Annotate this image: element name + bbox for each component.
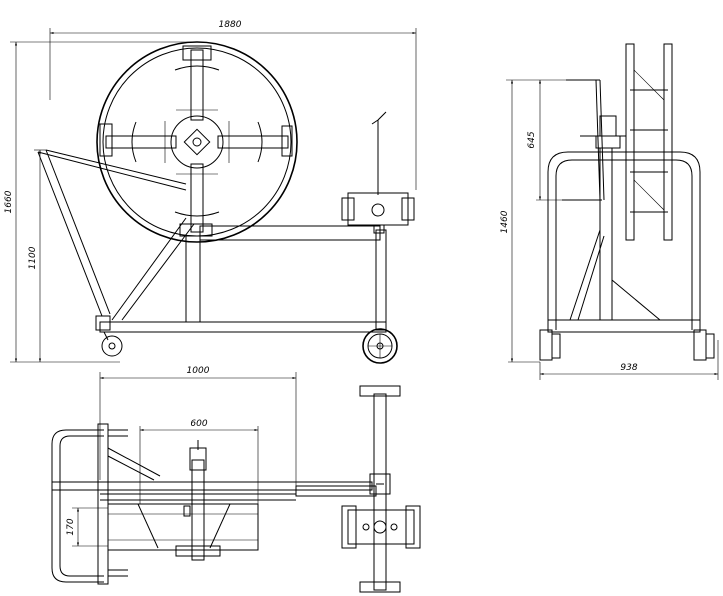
front-frame-arch xyxy=(547,151,701,330)
plan-view xyxy=(51,385,421,593)
dim-side-frame-height: 1100 xyxy=(28,246,38,269)
plan-dimensions: 1000 600 170 xyxy=(66,366,297,547)
base-frame xyxy=(99,321,387,333)
stand-post xyxy=(185,235,201,323)
plan-right-axle xyxy=(373,393,387,591)
dim-front-width: 938 xyxy=(620,363,637,373)
reel-hub xyxy=(170,115,224,169)
plan-reel xyxy=(107,503,259,551)
dim-side-width: 1880 xyxy=(219,20,242,30)
reel-inner-rim xyxy=(102,47,292,237)
dim-side-height: 1660 xyxy=(4,190,14,213)
payout-head xyxy=(341,111,415,234)
right-wheel xyxy=(362,328,398,364)
dim-front-height: 1460 xyxy=(500,210,510,233)
dim-plan-inner: 600 xyxy=(190,419,207,429)
front-base xyxy=(547,319,701,333)
dim-front-upper: 645 xyxy=(527,131,537,148)
dim-plan-depth: 170 xyxy=(66,518,76,535)
plan-handle-loop xyxy=(51,429,104,583)
reel-outer-rim xyxy=(96,41,298,243)
reel-spokes xyxy=(99,45,293,237)
left-caster xyxy=(101,335,123,357)
dim-plan-outer: 1000 xyxy=(187,366,210,376)
handle-frame xyxy=(37,151,103,317)
front-view xyxy=(539,43,715,361)
side-view xyxy=(37,41,415,364)
front-dimensions: 645 1460 938 xyxy=(500,79,719,380)
side-dimensions: 1880 1660 1100 xyxy=(4,20,417,363)
